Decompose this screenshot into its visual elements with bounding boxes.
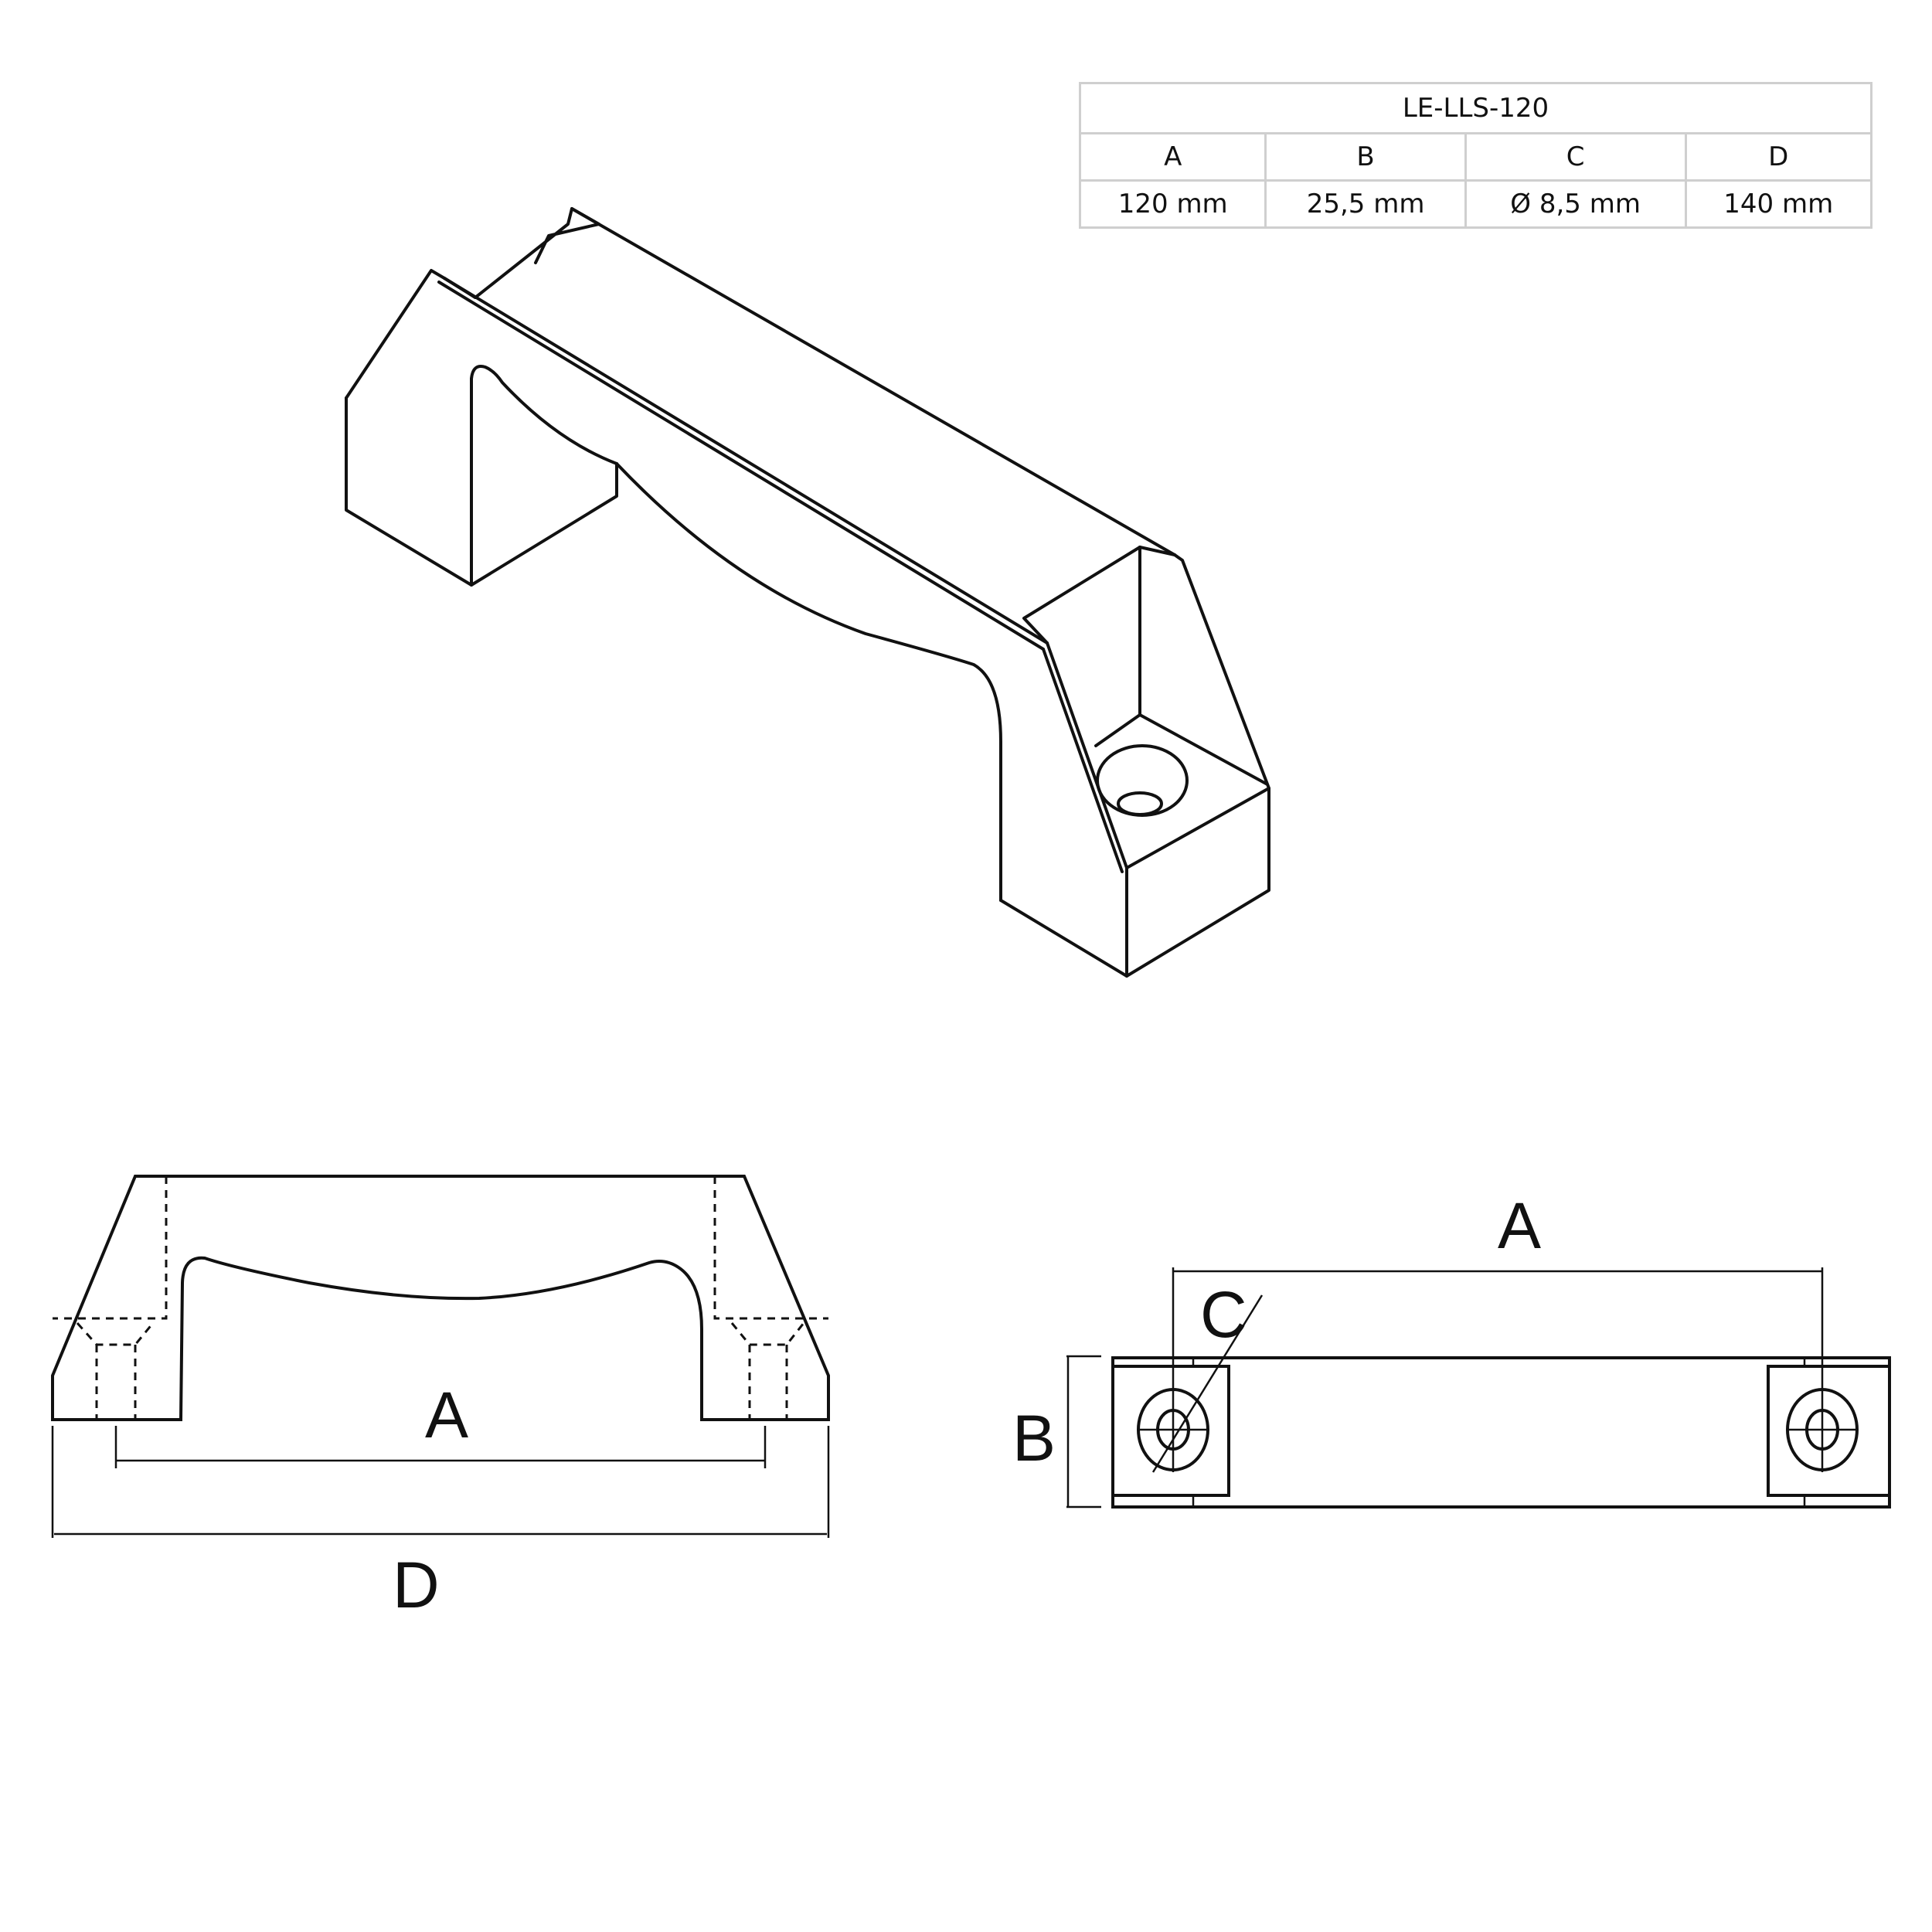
header-a: A — [1078, 132, 1267, 182]
header-b: B — [1264, 132, 1467, 182]
model-name: LE-LLS-120 — [1079, 82, 1872, 134]
top-label-b: B — [1012, 1402, 1056, 1475]
side-label-a: A — [425, 1379, 468, 1451]
value-c: Ø 8,5 mm — [1464, 179, 1687, 229]
side-view — [51, 1175, 830, 1538]
value-b: 25,5 mm — [1264, 179, 1467, 229]
spec-table: LE-LLS-120 A B C D 120 mm 25,5 mm Ø 8,5 … — [1078, 82, 1873, 229]
top-view — [1066, 1267, 1891, 1509]
value-d: 140 mm — [1684, 179, 1873, 229]
header-c: C — [1464, 132, 1687, 182]
value-a: 120 mm — [1078, 179, 1267, 229]
top-label-a: A — [1498, 1189, 1541, 1262]
header-d: D — [1684, 132, 1873, 182]
top-label-c: C — [1200, 1278, 1247, 1351]
side-label-d: D — [393, 1549, 440, 1621]
